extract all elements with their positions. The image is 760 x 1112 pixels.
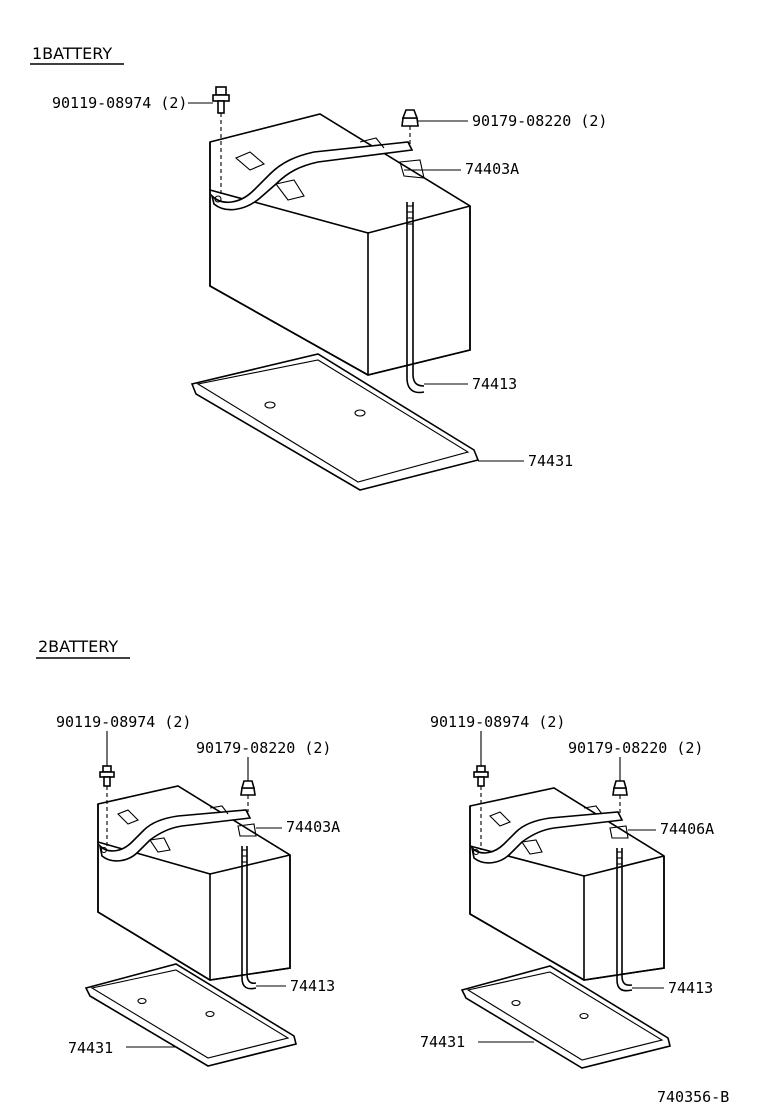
part-label-clamp: 74403A [286,818,340,836]
part-label-clamp: 74406A [660,820,714,838]
part-label-rod: 74413 [668,979,713,997]
battery-clamp [470,805,629,864]
battery-clamp [210,137,425,211]
part-label-bolt: 90119-08974 (2) [56,713,191,731]
section2-title: 2BATTERY [38,637,118,656]
hold-down-rod [616,848,633,992]
part-label-nut: 90179-08220 (2) [472,112,607,130]
nut-icon [401,109,419,146]
bolt-icon [212,86,230,196]
part-label-bolt: 90119-08974 (2) [430,713,565,731]
part-label-bolt: 90119-08974 (2) [52,94,187,112]
hold-down-rod [241,846,257,990]
part-label-clamp: 74403A [465,160,519,178]
part-label-nut: 90179-08220 (2) [196,739,331,757]
battery-clamp [98,805,257,862]
part-label-nut: 90179-08220 (2) [568,739,703,757]
battery-assembly-1 [190,86,480,491]
battery-assembly-2-right [460,765,671,1069]
battery-tray [84,963,297,1067]
bolt-icon [473,765,489,850]
part-label-rod: 74413 [290,977,335,995]
hold-down-rod [406,202,425,394]
battery-assembly-2-left [84,765,297,1067]
nut-icon [612,780,628,814]
part-label-tray: 74431 [68,1039,113,1057]
part-label-tray: 74431 [420,1033,465,1051]
figure-code: 740356-B [657,1088,729,1106]
part-label-tray: 74431 [528,452,573,470]
battery-tray [460,965,671,1069]
section1-title: 1BATTERY [32,44,112,63]
part-label-rod: 74413 [472,375,517,393]
battery-tray [190,353,480,491]
nut-icon [240,780,256,812]
